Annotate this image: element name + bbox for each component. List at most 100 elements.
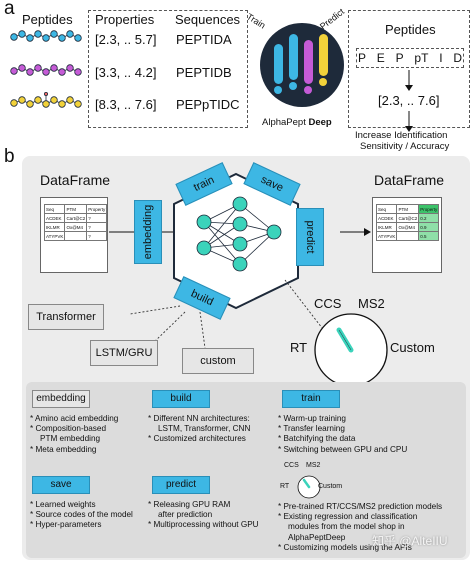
increase-text-line2: Sensitivity / Accuracy xyxy=(360,141,450,152)
legend-train-list: * Warm-up training * Transfer learning *… xyxy=(278,414,407,455)
row2-properties: [3.3, .. 4.2] xyxy=(95,65,157,80)
dial-ccs-label: CCS xyxy=(314,296,342,311)
increase-text-line1: Increase Identification xyxy=(355,130,448,141)
seq-char: D xyxy=(453,51,462,65)
legend-save-title: save xyxy=(50,479,72,490)
list-item: * Source codes of the model xyxy=(30,510,133,520)
list-item: * Existing regression and classification xyxy=(278,512,418,522)
legend-build-list: * Different NN architectures: LSTM, Tran… xyxy=(148,414,250,445)
legend-embedding-box: embedding xyxy=(32,390,90,408)
legend-predict-list: * Releasing GPU RAM after prediction * M… xyxy=(148,500,259,531)
dial-custom-label: Custom xyxy=(390,340,435,355)
logo-text-regular: AlphaPept xyxy=(262,117,306,128)
legend-embedding-title: embedding xyxy=(36,393,86,404)
right-output-values: [2.3, .. 7.6] xyxy=(378,93,440,108)
legend-area xyxy=(26,382,466,558)
legend-predict-box: predict xyxy=(152,476,210,494)
legend-small-dial xyxy=(297,475,321,499)
right-sequence-box xyxy=(356,48,464,68)
seq-char: E xyxy=(376,51,385,65)
list-item: * Warm-up training xyxy=(278,414,346,423)
train-label: train xyxy=(191,174,217,194)
list-item: * Meta embedding xyxy=(30,444,97,454)
row3-sequence: PEPpTIDC xyxy=(176,97,240,112)
predict-label: predict xyxy=(304,220,316,254)
list-item: AlphaPeptDeep xyxy=(288,532,346,542)
legend-save-box: save xyxy=(32,476,90,494)
nn-hidden-node xyxy=(232,216,248,232)
custom-box[interactable]: custom xyxy=(182,348,254,374)
lstm-gru-label: LSTM/GRU xyxy=(95,347,153,359)
nn-output-node xyxy=(266,224,282,240)
seq-char: I xyxy=(439,51,443,65)
list-item: * Releasing GPU RAM xyxy=(148,500,231,509)
model-hexagon-diagram xyxy=(109,172,371,349)
list-item: * Amino acid embedding xyxy=(30,414,119,423)
nn-input-node xyxy=(196,214,212,230)
peptide-chains xyxy=(10,30,82,108)
build-label: build xyxy=(188,287,216,309)
row3-properties: [8.3, .. 7.6] xyxy=(95,97,157,112)
panel-a-label: a xyxy=(4,0,15,19)
model-dial xyxy=(314,313,388,387)
list-item: modules from the model shop in xyxy=(288,522,405,532)
list-item: * Multiprocessing without GPU xyxy=(148,520,259,530)
custom-label: custom xyxy=(200,355,236,367)
list-item: * Switching between GPU and CPU xyxy=(278,444,408,454)
seq-char: P xyxy=(358,51,367,65)
legend-build-title: build xyxy=(170,393,192,404)
right-sequence-chars: P E P pT I D xyxy=(358,51,462,65)
legend-train-title: train xyxy=(301,393,321,404)
save-label: save xyxy=(258,173,286,195)
legend-dial-custom: Custom xyxy=(318,483,343,490)
list-item: * Pre-trained RT/CCS/MS2 prediction mode… xyxy=(278,502,443,511)
nn-hidden-node xyxy=(232,256,248,272)
properties-header: Properties xyxy=(95,12,155,27)
nn-hidden-node xyxy=(232,196,248,212)
dial-rt-label: RT xyxy=(290,340,308,355)
logo-text: AlphaPept Deep xyxy=(262,117,332,128)
legend-train-box: train xyxy=(282,390,340,408)
predict-button[interactable]: predict xyxy=(296,208,324,266)
embedding-label: embedding xyxy=(142,204,154,260)
transformer-label: Transformer xyxy=(36,311,96,323)
cyan-peptide-chain xyxy=(10,30,82,42)
sequences-header: Sequences xyxy=(175,12,241,27)
list-item: * Hyper-parameters xyxy=(30,520,102,530)
cell: 0.5 xyxy=(418,231,440,241)
list-item: * Different NN architectures: xyxy=(148,414,250,423)
legend-extra-list: * Pre-trained RT/CCS/MS2 prediction mode… xyxy=(278,502,442,553)
list-item: * Customized architectures xyxy=(148,434,246,444)
legend-dial-ccs: CCS xyxy=(284,462,299,469)
list-item: * Learned weights xyxy=(30,500,96,509)
seq-char: pT xyxy=(414,51,429,65)
panel-b-label: b xyxy=(4,146,15,167)
nn-hidden-node xyxy=(232,236,248,252)
dataframe-left-title: DataFrame xyxy=(40,172,111,188)
watermark: 知乎 @AlteIIU xyxy=(372,534,448,548)
embedding-button[interactable]: embedding xyxy=(134,200,162,264)
list-item: * Transfer learning xyxy=(278,424,345,434)
row2-sequence: PEPTIDB xyxy=(176,65,232,80)
seq-char: P xyxy=(395,51,404,65)
list-item: * Customizing models using the APIs xyxy=(278,542,412,552)
cell: ATYPVK xyxy=(43,231,66,241)
legend-save-list: * Learned weights * Source codes of the … xyxy=(30,500,133,531)
row1-sequence: PEPTIDA xyxy=(176,32,232,47)
list-item: LSTM, Transformer, CNN xyxy=(158,424,251,434)
peptides-header: Peptides xyxy=(22,12,73,27)
purple-peptide-chain xyxy=(10,64,82,76)
legend-dial-rt: RT xyxy=(280,483,290,490)
list-item: PTM embedding xyxy=(40,434,101,444)
transformer-box[interactable]: Transformer xyxy=(28,304,104,330)
right-sequence-arrow xyxy=(405,70,413,91)
cell: ATYPVK xyxy=(375,231,398,241)
list-item: * Batchifying the data xyxy=(278,434,356,444)
properties-sequences-box xyxy=(88,10,248,128)
lstm-gru-box[interactable]: LSTM/GRU xyxy=(90,340,158,366)
yellow-peptide-chain xyxy=(10,92,82,108)
